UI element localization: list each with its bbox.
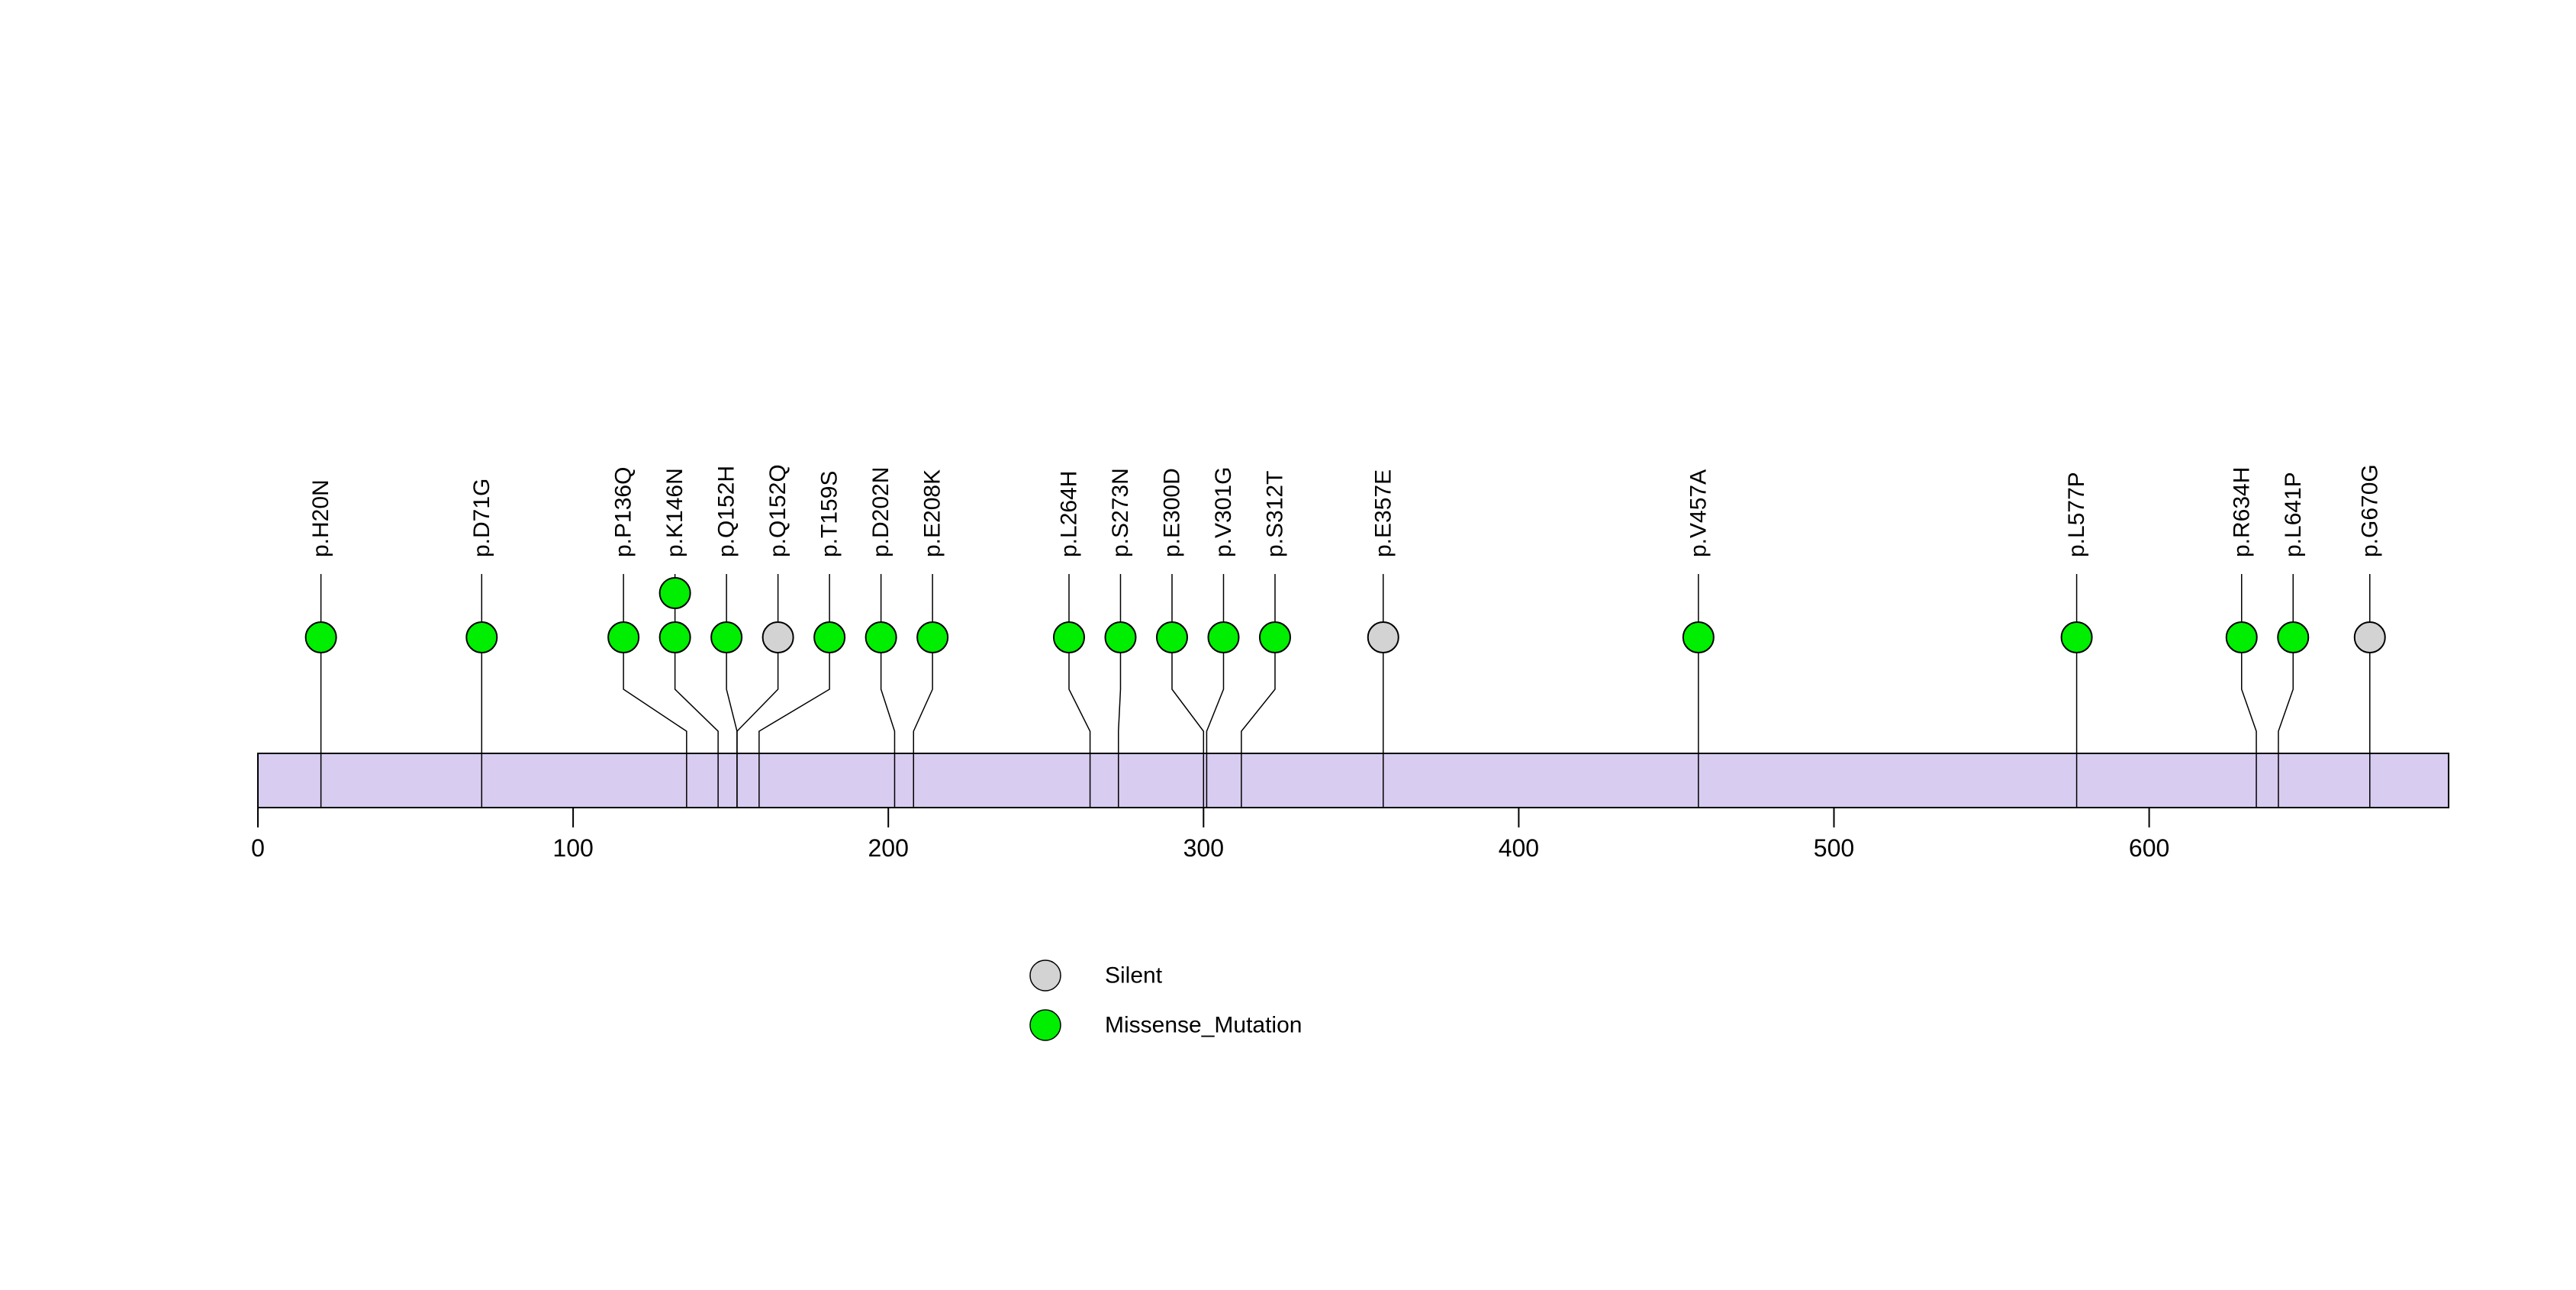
mutation-circle [2060,621,2093,653]
axis-tick-label: 400 [1499,834,1539,862]
mutation-label: p.L264H [1056,471,1081,557]
protein-bar [257,753,2450,808]
axis-tick-label: 500 [1814,834,1854,862]
mutation-label: p.R634H [2229,467,2254,557]
mutation-circle [658,577,691,609]
mutation-circle [710,621,743,653]
mutation-circle [1682,621,1715,653]
mutation-label: p.T159S [817,471,842,557]
mutation-circle [813,621,846,653]
mutation-circle [1367,621,1399,653]
mutation-label: p.P136Q [611,467,636,557]
mutation-circle [465,621,498,653]
mutation-label: p.D202N [868,467,894,557]
mutation-label: p.Q152H [714,466,739,557]
mutation-circle [1207,621,1240,653]
mutation-circle [2225,621,2258,653]
legend-label: Silent [1105,963,1163,988]
mutation-label: p.H20N [308,479,333,557]
mutation-label: p.S273N [1108,468,1133,557]
mutation-label: p.V301G [1211,467,1236,557]
mutation-label: p.E357E [1370,469,1396,557]
mutation-circle [1258,621,1291,653]
axis-tick-label: 100 [552,834,593,862]
mutation-circle [762,621,794,653]
legend-label: Missense_Mutation [1105,1013,1302,1038]
legend-swatch-silent [1029,959,1061,992]
mutation-label: p.Q152Q [765,464,791,557]
mutation-circle [658,621,691,653]
mutation-label: p.K146N [662,468,687,557]
mutation-label: p.L577P [2064,472,2089,557]
axis-tick-label: 0 [251,834,265,862]
mutation-label: p.E300D [1159,468,1184,557]
mutation-circle [1104,621,1137,653]
mutation-circle [2353,621,2386,653]
mutation-label: p.S312T [1262,471,1287,557]
axis-tick-label: 200 [868,834,909,862]
mutation-circle [916,621,949,653]
mutation-circle [607,621,640,653]
axis-tick-label: 600 [2129,834,2169,862]
mutation-label: p.V457A [1686,469,1711,557]
mutation-circle [2277,621,2310,653]
mutation-circle [1052,621,1085,653]
mutation-circle [304,621,337,653]
mutation-label: p.G670G [2357,464,2382,557]
mutation-circle [1155,621,1188,653]
axis-tick-label: 300 [1183,834,1224,862]
legend-swatch-missense_mutation [1029,1009,1061,1041]
mutation-label: p.E208K [920,469,945,557]
mutation-circle [865,621,897,653]
mutation-label: p.D71G [469,479,494,557]
mutation-label: p.L641P [2281,472,2306,557]
